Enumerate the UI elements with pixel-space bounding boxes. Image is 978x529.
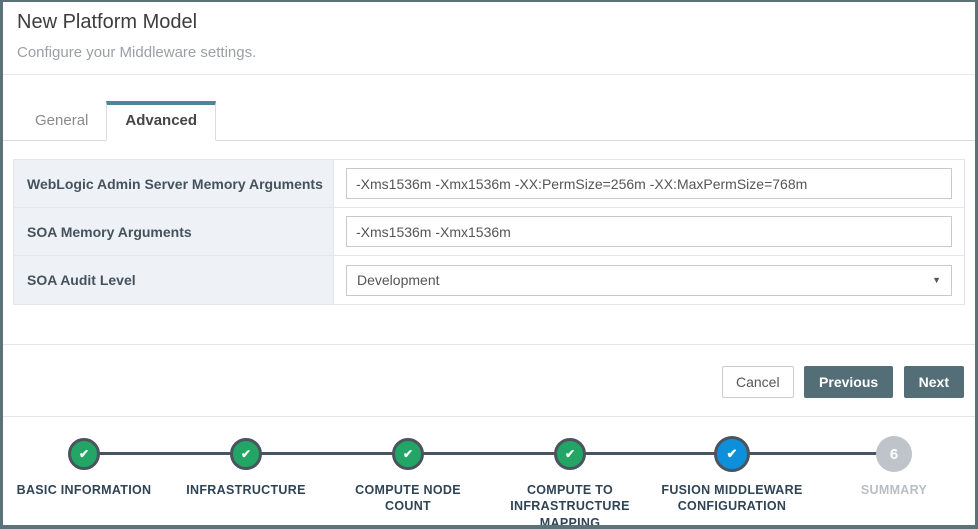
step-label: BASIC INFORMATION [16, 483, 152, 497]
step-fusion-middleware-configuration[interactable]: ✔ FUSION MIDDLEWARE CONFIGURATION [651, 433, 813, 525]
step-compute-node-count[interactable]: ✔ COMPUTE NODE COUNT [327, 433, 489, 525]
weblogic-admin-memory-input[interactable] [346, 168, 952, 199]
step-circle-wrap: 6 [876, 433, 912, 475]
header: New Platform Model Configure your Middle… [3, 2, 975, 75]
page-title: New Platform Model [17, 11, 198, 33]
divider [3, 416, 975, 417]
previous-button[interactable]: Previous [804, 366, 894, 398]
step-infrastructure[interactable]: ✔ INFRASTRUCTURE [165, 433, 327, 525]
field-label: WebLogic Admin Server Memory Arguments [14, 160, 334, 207]
step-circle-wrap: ✔ [554, 433, 586, 475]
field-value-cell [334, 160, 964, 207]
check-icon: ✔ [726, 446, 738, 461]
tab-advanced[interactable]: Advanced [106, 101, 217, 141]
field-label: SOA Memory Arguments [14, 208, 334, 255]
action-bar: Cancel Previous Next [3, 345, 975, 416]
step-compute-to-infrastructure-mapping[interactable]: ✔ COMPUTE TO INFRASTRUCTURE MAPPING [489, 433, 651, 529]
field-value-cell: Development ▼ [334, 256, 964, 304]
step-circle-wrap: ✔ [392, 433, 424, 475]
step-label: FUSION MIDDLEWARE CONFIGURATION [661, 483, 803, 514]
soa-audit-level-select[interactable]: Development ▼ [346, 264, 952, 296]
cancel-button[interactable]: Cancel [722, 366, 794, 398]
step-number: 6 [889, 445, 899, 463]
tab-bar: General Advanced [3, 101, 975, 141]
step-basic-information[interactable]: ✔ BASIC INFORMATION [3, 433, 165, 525]
step-label: COMPUTE TO INFRASTRUCTURE MAPPING [510, 483, 630, 529]
step-label: INFRASTRUCTURE [186, 483, 306, 497]
divider [3, 344, 975, 345]
field-value-cell [334, 208, 964, 255]
check-icon: ✔ [78, 447, 90, 461]
middleware-settings-form: WebLogic Admin Server Memory Arguments S… [13, 159, 965, 305]
chevron-down-icon: ▼ [932, 275, 941, 285]
field-label: SOA Audit Level [14, 256, 334, 304]
step-summary: 6 SUMMARY [813, 433, 975, 525]
stepper-track [83, 452, 895, 455]
step-circle-wrap: ✔ [68, 433, 100, 475]
check-icon: ✔ [402, 447, 414, 461]
step-label: COMPUTE NODE COUNT [355, 483, 461, 514]
next-button[interactable]: Next [903, 366, 964, 398]
step-circle-completed: ✔ [68, 438, 100, 470]
form-row-soa-memory: SOA Memory Arguments [14, 208, 964, 256]
step-circle-completed: ✔ [554, 438, 586, 470]
form-row-soa-audit-level: SOA Audit Level Development ▼ [14, 256, 964, 304]
step-circle-upcoming: 6 [876, 436, 912, 472]
step-circle-completed: ✔ [230, 438, 262, 470]
step-circle-wrap: ✔ [714, 433, 750, 475]
tab-general[interactable]: General [35, 112, 89, 129]
soa-memory-input[interactable] [346, 216, 952, 247]
check-icon: ✔ [240, 447, 252, 461]
page-subtitle: Configure your Middleware settings. [17, 44, 257, 61]
check-icon: ✔ [564, 447, 576, 461]
wizard-progress-stepper: ✔ BASIC INFORMATION ✔ INFRASTRUCTURE ✔ C… [3, 417, 975, 529]
selected-option: Development [357, 272, 440, 288]
form-row-weblogic-memory: WebLogic Admin Server Memory Arguments [14, 160, 964, 208]
step-circle-wrap: ✔ [230, 433, 262, 475]
step-circle-completed: ✔ [392, 438, 424, 470]
step-label: SUMMARY [860, 483, 928, 497]
step-circle-current: ✔ [714, 436, 750, 472]
